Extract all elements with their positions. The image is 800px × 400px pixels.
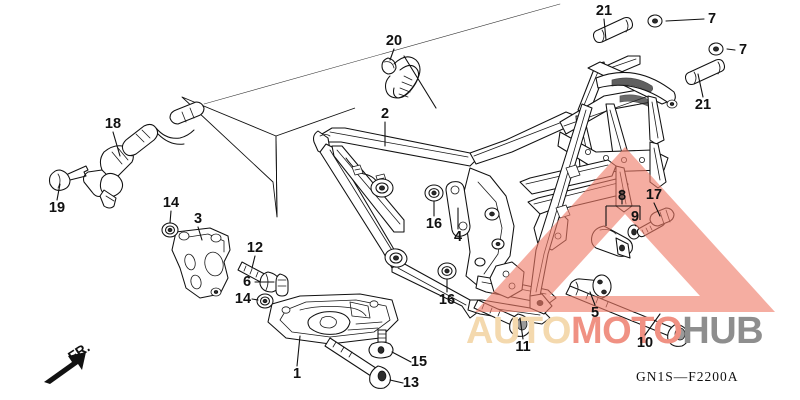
callout-number: 7 bbox=[739, 42, 747, 58]
callout-number: 2 bbox=[381, 106, 389, 122]
callout-number: 17 bbox=[646, 187, 662, 203]
callout-number: 21 bbox=[596, 3, 612, 19]
part-7b-bolt bbox=[708, 42, 724, 56]
callout-number: 18 bbox=[105, 116, 121, 132]
callout-number: 21 bbox=[695, 97, 711, 113]
mount-boss-lower bbox=[384, 248, 408, 268]
front-direction-arrow bbox=[44, 352, 86, 384]
part-13-flange-bolt bbox=[324, 337, 391, 389]
detail-region-outline bbox=[181, 96, 356, 218]
part-3-bracket bbox=[171, 227, 231, 299]
watermark-segment-auto: AUTO bbox=[466, 310, 571, 352]
part-14a-nut bbox=[161, 222, 179, 238]
callout-number: 15 bbox=[411, 354, 427, 370]
watermark-segment-moto: MOTO bbox=[570, 310, 683, 352]
part-20-hook bbox=[381, 56, 421, 99]
callout-number: 14 bbox=[235, 291, 251, 307]
callout-number: 20 bbox=[386, 33, 402, 49]
part-21b-collar bbox=[684, 58, 726, 86]
mount-boss-upper bbox=[370, 178, 394, 198]
callout-number: 14 bbox=[163, 195, 179, 211]
callout-number: 1 bbox=[293, 366, 301, 382]
callout-number: 4 bbox=[454, 229, 462, 245]
callout-number: 16 bbox=[439, 292, 455, 308]
part-19-key bbox=[48, 165, 89, 191]
part-21a-collar bbox=[592, 16, 634, 44]
part-14b-nut bbox=[256, 293, 274, 309]
callout-number: 9 bbox=[631, 209, 639, 225]
warning-triangle-icon bbox=[475, 147, 775, 312]
part-6-clip bbox=[275, 273, 289, 297]
watermark-brand-text: AUTOMOTOHUB bbox=[466, 310, 764, 352]
callout-number: 3 bbox=[194, 211, 202, 227]
part-7a-bolt bbox=[647, 14, 663, 28]
callout-number: 8 bbox=[618, 188, 626, 204]
part-number-label: GN1S—F2200A bbox=[636, 369, 739, 384]
callout-number: 7 bbox=[708, 11, 716, 27]
callout-number: 19 bbox=[49, 200, 65, 216]
watermark-segment-hub: HUB bbox=[682, 310, 764, 352]
callout-number: 10 bbox=[637, 335, 653, 351]
leader-lines bbox=[56, 18, 736, 384]
part-15-bolt bbox=[368, 329, 394, 359]
callout-number: 12 bbox=[247, 240, 263, 256]
callout-number: 13 bbox=[403, 375, 419, 391]
front-direction-label: FR. bbox=[65, 339, 93, 365]
callout-number: 5 bbox=[591, 305, 599, 321]
callout-number: 16 bbox=[426, 216, 442, 232]
callout-number: 6 bbox=[243, 274, 251, 290]
part-1-skid-plate bbox=[267, 293, 399, 345]
callout-number: 11 bbox=[515, 339, 530, 355]
